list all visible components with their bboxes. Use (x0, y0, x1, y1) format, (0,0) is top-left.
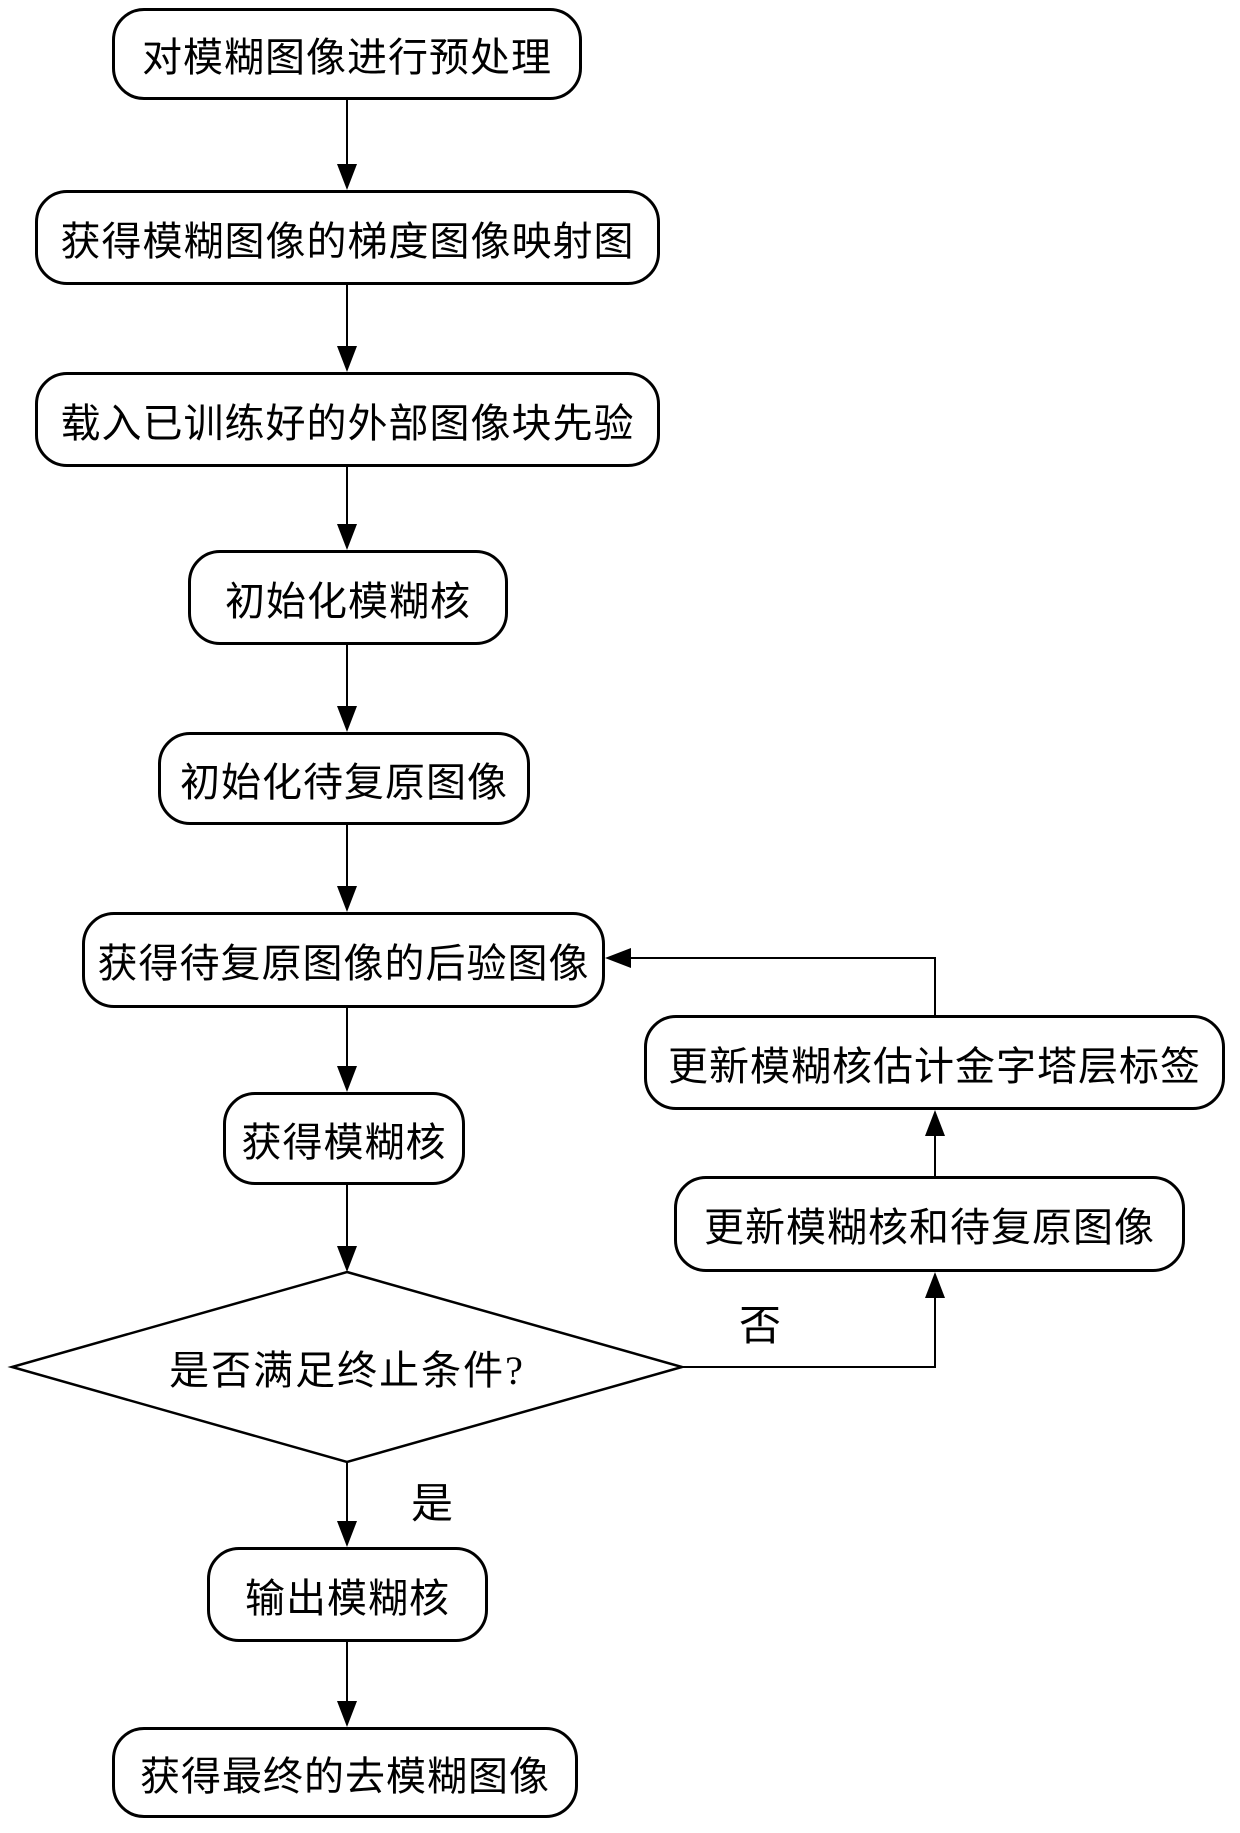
node-preprocess-label: 对模糊图像进行预处理 (142, 35, 552, 80)
arrow-decision-no-to-update-kernel-image (682, 1272, 945, 1368)
node-get-kernel: 获得模糊核 (223, 1092, 465, 1185)
arrow-initkernel-to-initimage (337, 645, 357, 732)
arrow-getkernel-to-decision (337, 1185, 357, 1272)
arrow-initimage-to-posterior (337, 825, 357, 912)
node-output-kernel-label: 输出模糊核 (245, 1575, 450, 1621)
node-init-kernel-label: 初始化模糊核 (225, 578, 471, 624)
decision-diamond-shape (7, 1270, 687, 1464)
node-update-kernel-image-label: 更新模糊核和待复原图像 (704, 1205, 1155, 1250)
arrow-update-pyramid-to-posterior (605, 948, 936, 1015)
no-branch-label: 否 (738, 1303, 781, 1350)
node-posterior-image: 获得待复原图像的后验图像 (82, 912, 605, 1008)
node-init-kernel: 初始化模糊核 (188, 550, 508, 645)
node-gradient-map: 获得模糊图像的梯度图像映射图 (35, 190, 660, 285)
node-update-pyramid-label-text: 更新模糊核估计金字塔层标签 (668, 1043, 1201, 1089)
arrow-update-kernel-image-to-update-pyramid (925, 1110, 945, 1176)
node-init-restore-image-label: 初始化待复原图像 (180, 759, 508, 805)
node-final-deblurred: 获得最终的去模糊图像 (112, 1727, 578, 1818)
node-posterior-image-label: 获得待复原图像的后验图像 (97, 941, 590, 986)
node-decision-label: 是否满足终止条件? (169, 1348, 525, 1393)
arrow-posterior-to-getkernel (337, 1008, 357, 1092)
arrow-output-to-final (337, 1642, 357, 1727)
node-preprocess: 对模糊图像进行预处理 (112, 8, 582, 100)
arrow-prior-to-initkernel (337, 467, 357, 550)
arrow-decision-yes-to-output (337, 1462, 357, 1547)
arrow-preprocess-to-gradient (337, 100, 357, 190)
node-final-deblurred-label: 获得最终的去模糊图像 (140, 1753, 550, 1799)
yes-branch-label: 是 (410, 1481, 453, 1528)
node-update-pyramid-label: 更新模糊核估计金字塔层标签 (644, 1015, 1225, 1110)
arrow-gradient-to-prior (337, 285, 357, 372)
node-output-kernel: 输出模糊核 (207, 1547, 488, 1642)
node-update-kernel-image: 更新模糊核和待复原图像 (674, 1176, 1185, 1272)
node-load-prior-label: 载入已训练好的外部图像块先验 (60, 400, 635, 446)
node-gradient-map-label: 获得模糊图像的梯度图像映射图 (60, 218, 635, 264)
node-load-prior: 载入已训练好的外部图像块先验 (35, 372, 660, 467)
node-get-kernel-label: 获得模糊核 (241, 1119, 447, 1165)
node-init-restore-image: 初始化待复原图像 (158, 732, 530, 825)
